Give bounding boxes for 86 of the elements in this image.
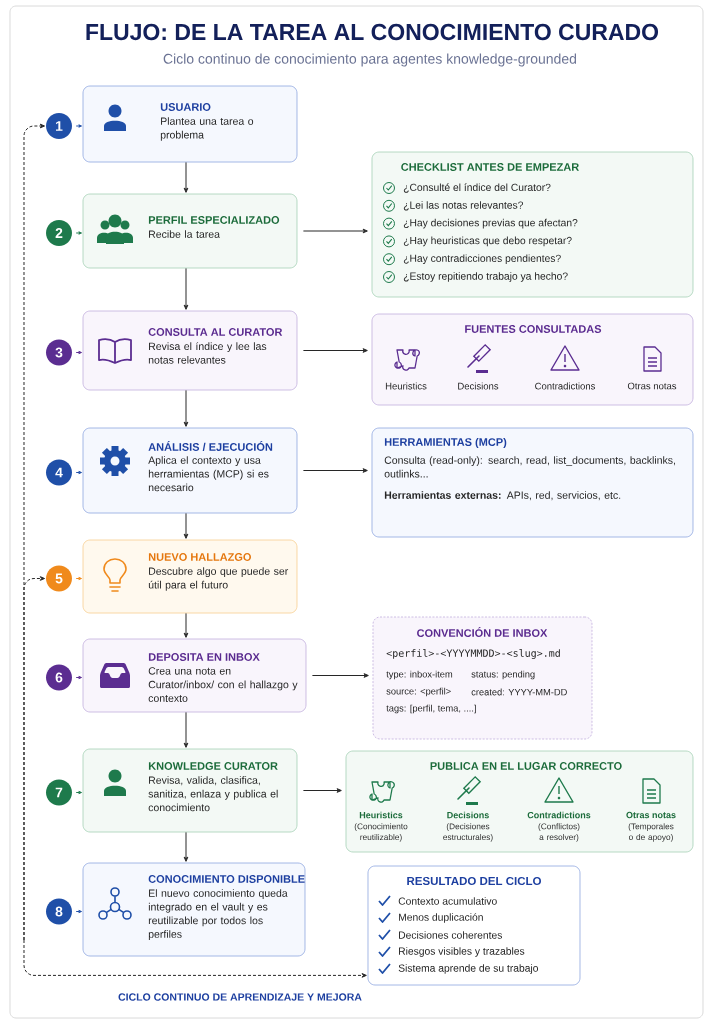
step-title: NUEVO HALLAZGO — [148, 553, 251, 561]
result-item: Menos duplicación — [399, 913, 483, 923]
arrow — [75, 675, 82, 680]
panel-heading: RESULTADO DEL CICLO — [407, 876, 541, 886]
metadata-field: type: inbox-item — [386, 670, 453, 680]
step-title: CONOCIMIENTO DISPONIBLE — [148, 875, 305, 883]
cycle-caption: CICLO CONTINUO DE APRENDIZAJE Y MEJORA — [118, 993, 362, 1001]
step-number: 3 — [46, 339, 72, 366]
category-label: Otras notas — [626, 811, 676, 819]
arrow — [75, 470, 82, 475]
checklist-item: ¿Consulté el índice del Curator? — [403, 183, 551, 193]
step-description: Plantea una tarea o problema — [160, 117, 254, 141]
arrow — [23, 576, 46, 941]
source-label: Decisions — [458, 382, 499, 390]
arrow — [302, 468, 368, 473]
step-number: 2 — [46, 220, 72, 246]
source-label: Otras notas — [627, 382, 677, 390]
arrow — [183, 161, 189, 193]
metadata-field: created: YYYY-MM-DD — [471, 688, 567, 696]
category-description: (Temporales o de apoyo) — [628, 823, 674, 842]
arrow — [75, 909, 82, 914]
panel-heading: CONVENCIÓN DE INBOX — [417, 627, 548, 637]
source-label: Heuristics — [385, 382, 427, 390]
source-label: Contradictions — [535, 382, 595, 390]
arrow — [75, 576, 82, 581]
file-name-pattern: <perfil>-<YYYYMMDD>-<slug>.md — [386, 649, 560, 659]
arrow — [75, 231, 82, 235]
arrow — [302, 228, 368, 234]
step-description: El nuevo conocimiento queda integrado en el vault y es reutilizable por todos los perfiles — [148, 889, 288, 940]
step-title: USUARIO — [160, 103, 211, 111]
arrow — [302, 788, 342, 793]
panel-heading: PUBLICA EN EL LUGAR CORRECTO — [430, 762, 622, 770]
step-description: Aplica el contexto y usa herramientas (MCP) si es necesario — [148, 456, 269, 492]
metadata-field: status: pending — [471, 670, 535, 680]
step-number: 4 — [46, 459, 72, 486]
arrow — [302, 348, 368, 353]
arrow — [311, 673, 369, 678]
tools-text: Consulta (read-only): search, read, list_documents, backlinks, outlinks... — [384, 456, 675, 478]
result-item: Decisiones coherentes — [399, 931, 502, 939]
category-label: Contradictions — [527, 811, 591, 819]
step-title: DEPOSITA EN INBOX — [148, 653, 260, 661]
subtitle: Ciclo continuo de conocimiento para agentes knowledge-grounded — [163, 53, 576, 67]
arrow — [183, 831, 189, 862]
arrow — [75, 790, 82, 795]
step-title: KNOWLEDGE CURATOR — [148, 762, 278, 770]
title: FLUJO: DE LA TAREA AL CONOCIMIENTO CURADO — [86, 23, 659, 41]
step-description: Descubre algo que puede ser útil para el futuro — [148, 567, 289, 591]
step-number: 8 — [46, 898, 72, 925]
result-item: Contexto acumulativo — [398, 897, 497, 905]
checklist-item: ¿Lei las notas relevantes? — [403, 201, 524, 211]
step-number: 6 — [46, 664, 72, 691]
arrow — [183, 267, 189, 310]
step-description: Crea una nota en Curator/inbox/ con el hallazgo y contexto — [148, 667, 298, 702]
panel-heading: CHECKLIST ANTES DE EMPEZAR — [401, 163, 579, 171]
panel-heading: HERRAMIENTAS (MCP) — [384, 437, 507, 449]
step-description: Recibe la tarea — [149, 230, 220, 238]
step-number: 7 — [46, 779, 72, 806]
result-item: Sistema aprende de su trabajo — [398, 964, 538, 974]
metadata-field: tags: [perfil, tema, ....] — [386, 704, 476, 714]
step-description: Revisa el índice y lee las notas relevantes — [148, 342, 267, 364]
arrow — [23, 939, 367, 978]
checklist-item: ¿Estoy repitiendo trabajo ya hecho? — [403, 272, 568, 282]
arrow — [183, 389, 189, 427]
arrow — [75, 124, 82, 128]
step-description: Revisa, valida, clasifica, sanitiza, enlaza y publica el conocimiento — [148, 776, 278, 812]
step-title: CONSULTA AL CURATOR — [148, 328, 283, 336]
checklist-item: ¿Hay heuristicas que debo respetar? — [403, 236, 572, 247]
step-number: 5 — [46, 565, 72, 592]
category-description: (Conflictos) a resolver) — [538, 823, 580, 842]
checklist-item: ¿Hay contradicciones pendientes? — [403, 254, 561, 264]
panel-heading: FUENTES CONSULTADAS — [465, 325, 602, 333]
category-label: Decisions — [447, 811, 489, 819]
arrow — [183, 711, 189, 748]
category-description: (Decisiones estructurales) — [443, 823, 493, 842]
metadata-field: source: <perfil> — [386, 687, 451, 697]
checklist-item: ¿Hay decisiones previas que afectan? — [403, 218, 578, 229]
tools-text: Herramientas externas: APIs, red, servicios, etc. — [384, 491, 621, 501]
arrow — [183, 512, 189, 539]
step-number: 1 — [46, 113, 72, 139]
category-label: Heuristics — [359, 811, 403, 819]
step-title: ANÁLISIS / EJECUCIÓN — [148, 441, 273, 451]
arrow — [183, 612, 189, 638]
step-title: PERFIL ESPECIALIZADO — [148, 216, 280, 224]
result-item: Riesgos visibles y trazables — [399, 947, 525, 957]
category-description: (Conocimiento reutilizable) — [354, 823, 408, 842]
arrow — [75, 350, 82, 355]
